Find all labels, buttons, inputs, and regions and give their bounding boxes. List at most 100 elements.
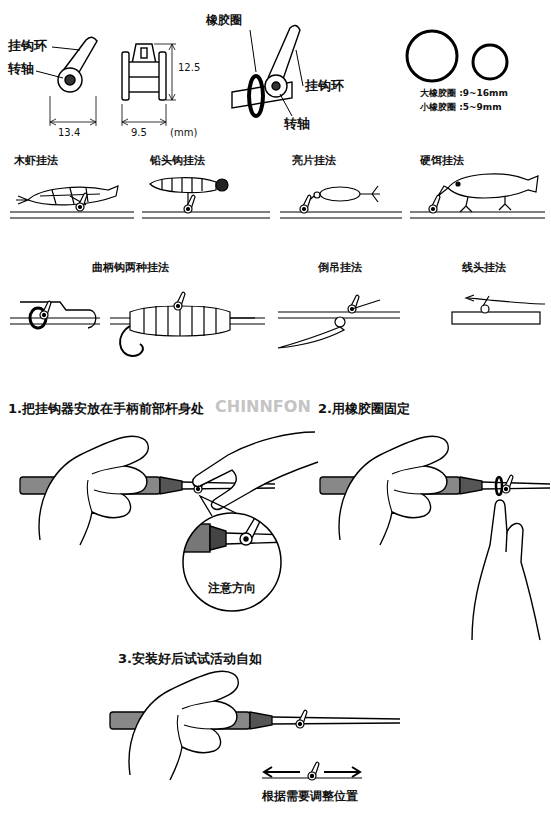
label-text: 亮片挂法 xyxy=(292,155,336,168)
label-text: 根据需要调整位置 xyxy=(262,790,358,804)
adjust-arrows xyxy=(324,767,360,777)
zoom-view xyxy=(182,512,282,612)
mounted-keeper xyxy=(296,50,303,86)
dimension-line xyxy=(169,44,175,100)
label-text: 硬饵挂法 xyxy=(420,155,464,168)
mounted-keeper xyxy=(250,30,256,72)
squid-jig xyxy=(28,186,118,205)
dimension-line xyxy=(122,122,166,123)
callout-outline xyxy=(182,512,282,612)
zoom-view xyxy=(170,512,290,612)
mounted-keeper xyxy=(232,25,303,116)
dimension-line xyxy=(50,122,96,123)
label-text: 13.4 xyxy=(58,127,80,139)
label-text: 3.安装好后试试活动自如 xyxy=(118,652,262,667)
zoom-view xyxy=(244,537,248,541)
drop-shot xyxy=(278,295,380,348)
rod-segment xyxy=(142,211,270,212)
soft-worm xyxy=(230,317,255,318)
hard-bait xyxy=(456,182,460,186)
watermark: CHINNFON xyxy=(215,398,311,416)
rod-segment xyxy=(280,211,402,212)
hand xyxy=(472,500,540,640)
drop-shot xyxy=(335,317,345,327)
label-text: 1.把挂钩器安放在手柄前部杆身处 xyxy=(8,402,204,417)
label-text: 线头挂法 xyxy=(462,262,506,275)
label-text: 倒吊挂法 xyxy=(318,262,362,275)
rubber-ring xyxy=(407,31,507,81)
hook-keeper-front xyxy=(36,71,63,78)
hard-bait xyxy=(448,174,538,198)
spoon-lure xyxy=(314,192,320,198)
rod-segment xyxy=(142,217,270,218)
drop-shot xyxy=(278,327,344,348)
hard-bait xyxy=(429,174,538,213)
rod-segment xyxy=(410,217,545,218)
fishing-rod xyxy=(272,717,400,724)
hand xyxy=(39,436,148,545)
label-text: 木虾挂法 xyxy=(14,155,58,168)
lead-jig xyxy=(162,178,202,192)
mounted-keeper xyxy=(268,25,300,82)
spoon-lure xyxy=(360,186,380,202)
squid-jig xyxy=(16,196,28,204)
hook-keeper-side xyxy=(122,52,129,100)
crank-hook xyxy=(40,301,51,319)
fishing-rod xyxy=(296,710,307,728)
line-end xyxy=(452,312,540,324)
line-end xyxy=(466,295,474,301)
adjust-arrows xyxy=(308,762,319,780)
hand xyxy=(506,532,507,552)
hook-keeper-front xyxy=(58,68,82,92)
hand xyxy=(193,432,318,509)
dimension-line xyxy=(154,44,176,45)
dimension-line xyxy=(50,119,96,125)
soft-worm xyxy=(174,292,185,310)
hook-keeper-side xyxy=(141,48,147,58)
soft-worm xyxy=(120,326,143,356)
spoon-lure xyxy=(300,195,311,213)
callout-outline xyxy=(183,513,281,611)
callout-circle: 注意方向 xyxy=(182,512,282,612)
drop-shot xyxy=(348,295,359,313)
hard-bait xyxy=(429,195,440,213)
drop-shot xyxy=(352,300,380,309)
soft-worm xyxy=(130,306,230,336)
hard-bait xyxy=(460,196,511,212)
mounted-keeper xyxy=(280,94,292,116)
zoom-view xyxy=(240,533,252,545)
squid-jig xyxy=(40,188,100,204)
soft-worm xyxy=(144,306,216,336)
squid-jig xyxy=(16,186,118,211)
spoon-lure xyxy=(320,187,360,201)
crank-hook xyxy=(20,302,96,328)
label-text: 9.5 xyxy=(131,127,147,139)
fishing-rod xyxy=(482,482,550,489)
zoom-view xyxy=(226,533,290,544)
zoom-view xyxy=(210,526,226,550)
dimension-line xyxy=(50,44,176,126)
mounted-keeper xyxy=(265,75,287,97)
rod-segment xyxy=(10,212,545,218)
spoon-lure xyxy=(300,186,380,213)
label-text: 铅头钩挂法 xyxy=(150,155,205,168)
lead-jig xyxy=(184,195,195,213)
lead-jig xyxy=(216,179,228,191)
line-end xyxy=(483,296,489,306)
crank-hook xyxy=(20,301,96,328)
rubber-ring xyxy=(473,45,507,79)
hook-keeper-front xyxy=(52,47,80,50)
hand xyxy=(193,432,318,509)
hook-keeper-front xyxy=(65,75,75,85)
label-text: 转轴 xyxy=(8,62,34,77)
label-text: 挂钩环 xyxy=(8,39,47,54)
fishing-rod xyxy=(160,477,182,494)
label-text: 小橡胶圈 :5~9mm xyxy=(420,102,502,112)
dimension-line xyxy=(122,104,123,126)
label-text: 转轴 xyxy=(284,117,310,132)
rod-segment xyxy=(10,217,134,218)
callout-text: 注意方向 xyxy=(208,582,256,596)
label-text: (mm) xyxy=(170,127,197,139)
label-text: 曲柄钩两种挂法 xyxy=(92,262,169,275)
adjust-arrows xyxy=(262,762,362,780)
